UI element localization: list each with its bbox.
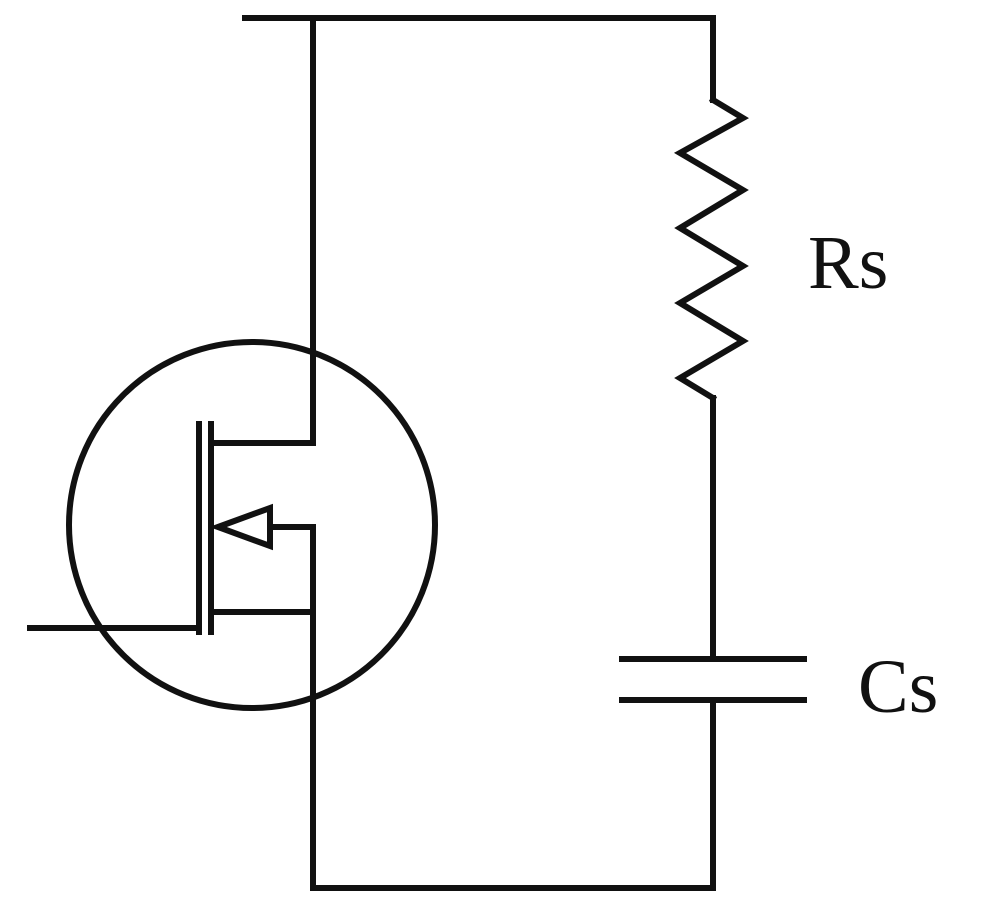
body-connection-wire <box>267 524 316 615</box>
resistor-rs <box>673 95 749 403</box>
capacitor-label: Cs <box>858 645 938 729</box>
mosfet-envelope-circle <box>66 339 438 711</box>
mosfet-body-arrow <box>209 503 273 551</box>
drain-wire <box>212 15 316 446</box>
source-wire <box>212 609 316 891</box>
resistor-label: Rs <box>808 221 888 305</box>
